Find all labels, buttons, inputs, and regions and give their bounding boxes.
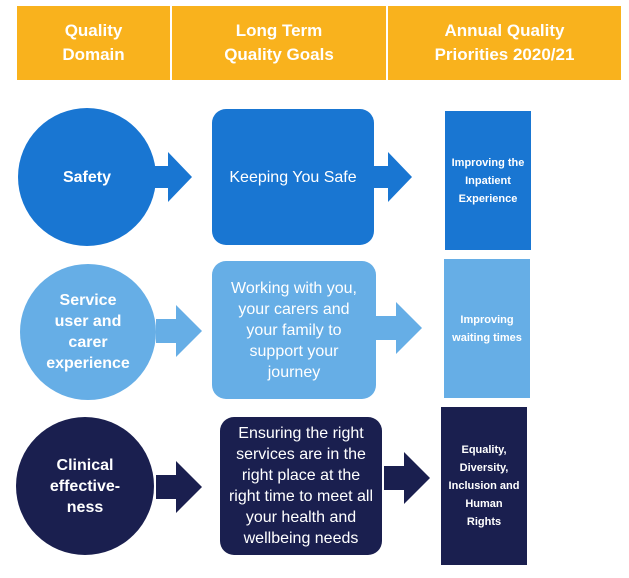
header-long-term-goals: Long Term Quality Goals [172,6,388,80]
goal-box-service-user: Working with you, your carers and your f… [212,261,376,399]
goal-label-safety: Keeping You Safe [229,168,357,186]
goal-box-safety: Keeping You Safe [212,109,374,245]
domain-circle-clinical: Clinical effective-ness [16,417,154,555]
header-annual-priorities-label: Annual Quality Priorities 2020/21 [434,21,575,64]
header-bar: Quality Domain Long Term Quality Goals A… [17,6,621,80]
domain-circle-service-user: Service user and carer experience [20,264,156,400]
header-quality-domain: Quality Domain [17,6,172,80]
arrow-right-icon [150,152,192,202]
priority-box-waiting-times: Improving waiting times [444,259,530,398]
header-quality-domain-label: Quality Domain [62,21,125,64]
priority-box-equality: Equality, Diversity, Inclusion and Human… [441,407,527,565]
arrow-right-icon [156,461,202,513]
header-long-term-goals-label: Long Term Quality Goals [224,21,334,64]
header-annual-priorities: Annual Quality Priorities 2020/21 [388,6,621,80]
domain-label-safety: Safety [62,168,112,186]
priority-label-waiting-times: Improving waiting times [452,313,522,344]
goal-box-clinical: Ensuring the right services are in the r… [220,417,382,555]
priority-label-inpatient: Improving the Inpatient Experience [451,156,525,205]
arrow-right-icon [384,452,430,504]
priority-label-equality: Equality, Diversity, Inclusion and Human… [448,444,520,528]
goal-label-clinical: Ensuring the right services are in the r… [228,425,374,547]
arrow-right-icon [156,305,202,357]
domain-label-clinical: Clinical effective-ness [49,456,121,516]
domain-circle-safety: Safety [18,108,156,246]
goal-label-service-user: Working with you, your carers and your f… [231,279,357,381]
arrow-right-icon [370,152,412,202]
priority-box-inpatient: Improving the Inpatient Experience [445,111,531,250]
domain-label-service-user: Service user and carer experience [46,292,130,372]
arrow-right-icon [376,302,422,354]
